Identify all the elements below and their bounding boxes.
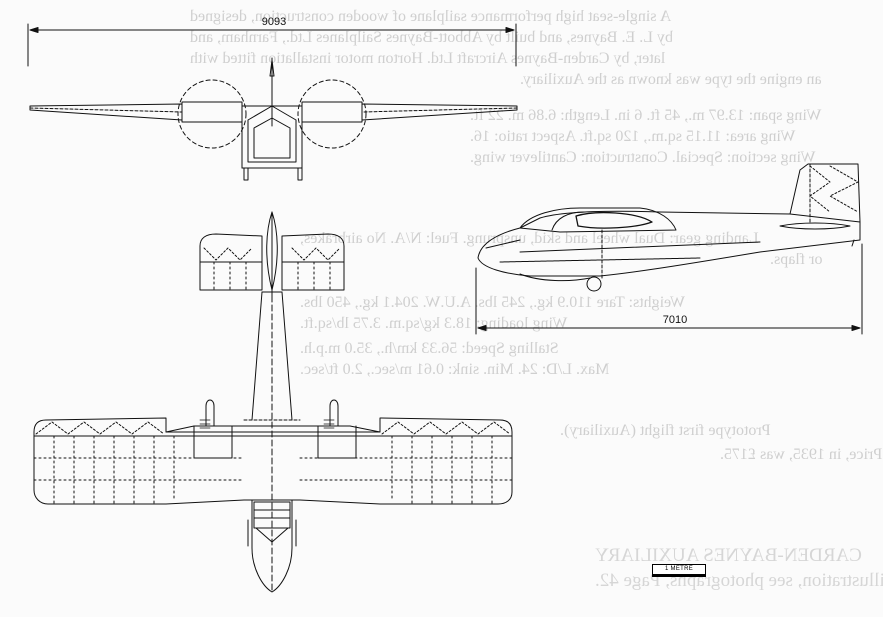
scale-bar [652, 575, 706, 577]
plan-view [33, 211, 513, 593]
scale-bar-label: 1 METRE [652, 564, 706, 575]
side-view [477, 163, 861, 292]
span-dimension-label: 9093 [262, 16, 286, 28]
length-dimension-line [475, 243, 863, 335]
length-dimension-label: 7010 [663, 314, 687, 326]
span-dimension-line [27, 23, 517, 67]
front-view [29, 57, 518, 181]
